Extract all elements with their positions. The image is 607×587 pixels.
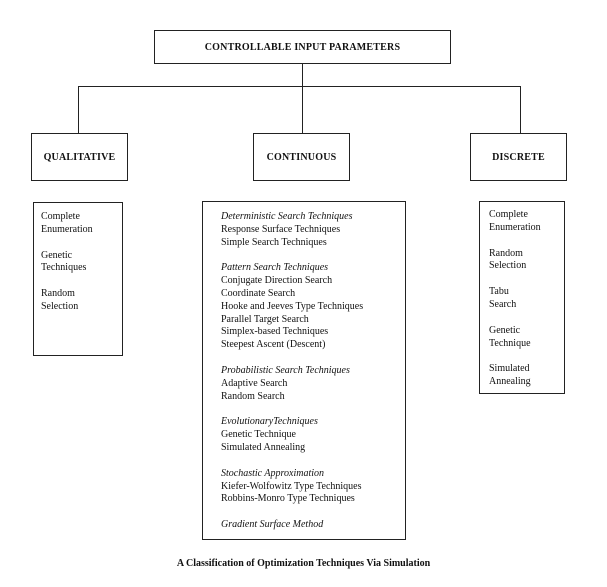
list-item: Steepest Ascent (Descent): [221, 339, 326, 351]
list-item: Simple Search Techniques: [221, 236, 327, 248]
qualitative-group: Complete Enumeration: [41, 211, 122, 237]
discrete-branch-line: [520, 86, 521, 133]
list-item: Response Surface Techniques: [221, 223, 341, 235]
root-title: CONTROLLABLE INPUT PARAMETERS: [204, 41, 401, 53]
continuous-list: Deterministic Search Techniques Response…: [202, 201, 406, 540]
list-item: Robbins-Monro Type Techniques: [221, 493, 355, 505]
list-item: Search: [489, 298, 517, 310]
list-item: Tabu: [489, 286, 509, 298]
discrete-list: Complete Enumeration Random Selection Ta…: [479, 201, 565, 394]
group-title: Deterministic Search Techniques: [221, 211, 353, 222]
qualitative-group: Genetic Techniques: [41, 250, 122, 276]
list-item: Parallel Target Search: [221, 313, 309, 325]
list-item: Technique: [489, 337, 531, 349]
continuous-group: EvolutionaryTechniques Genetic Technique…: [221, 416, 405, 454]
group-title: Gradient Surface Method: [221, 519, 324, 531]
continuous-box: CONTINUOUS: [253, 133, 350, 181]
root-stem-line: [302, 63, 303, 87]
list-item: Random Search: [221, 390, 285, 402]
discrete-box: DISCRETE: [470, 133, 567, 181]
list-item: Adaptive Search: [221, 377, 288, 389]
group-title: Probabilistic Search Techniques: [221, 364, 350, 376]
continuous-branch-line: [302, 86, 303, 133]
list-item: Complete: [41, 211, 80, 222]
continuous-group: Gradient Surface Method: [221, 519, 405, 532]
list-item: Annealing: [489, 376, 531, 388]
discrete-group: Random Selection: [489, 248, 564, 274]
discrete-group: Genetic Technique: [489, 325, 564, 351]
list-item: Enumeration: [41, 223, 93, 235]
group-title: Pattern Search Techniques: [221, 262, 329, 274]
list-item: Conjugate Direction Search: [221, 275, 333, 287]
discrete-group: Complete Enumeration: [489, 209, 564, 235]
continuous-group: Pattern Search Techniques Conjugate Dire…: [221, 262, 405, 352]
list-item: Kiefer-Wolfowitz Type Techniques: [221, 480, 362, 492]
horizontal-branch-line: [78, 86, 521, 87]
list-item: Simulated: [489, 363, 530, 375]
list-item: Random: [489, 247, 523, 259]
list-item: Simplex-based Techniques: [221, 326, 329, 338]
list-item: Hooke and Jeeves Type Techniques: [221, 300, 364, 312]
figure-caption: A Classification of Optimization Techniq…: [176, 558, 431, 569]
discrete-label: DISCRETE: [492, 151, 545, 163]
list-item: Genetic: [41, 249, 73, 261]
continuous-group: Deterministic Search Techniques Response…: [221, 211, 405, 249]
discrete-group: Simulated Annealing: [489, 363, 564, 389]
list-item: Genetic Technique: [221, 429, 296, 441]
qualitative-label: QUALITATIVE: [43, 151, 116, 163]
root-box: CONTROLLABLE INPUT PARAMETERS: [154, 30, 451, 64]
list-item: Selection: [41, 300, 79, 312]
qualitative-list: Complete Enumeration Genetic Techniques …: [33, 202, 123, 356]
continuous-group: Probabilistic Search Techniques Adaptive…: [221, 365, 405, 403]
list-item: Techniques: [41, 262, 87, 274]
list-item: Selection: [489, 260, 527, 272]
qualitative-box: QUALITATIVE: [31, 133, 128, 181]
list-item: Simulated Annealing: [221, 441, 306, 453]
list-item: Enumeration: [489, 221, 541, 233]
list-item: Random: [41, 288, 75, 300]
qualitative-branch-line: [78, 86, 79, 133]
list-item: Complete: [489, 209, 528, 220]
discrete-group: Tabu Search: [489, 286, 564, 312]
list-item: Genetic: [489, 324, 521, 336]
list-item: Coordinate Search: [221, 287, 296, 299]
continuous-group: Stochastic Approximation Kiefer-Wolfowit…: [221, 468, 405, 506]
group-title: Stochastic Approximation: [221, 467, 325, 479]
qualitative-group: Random Selection: [41, 288, 122, 314]
continuous-label: CONTINUOUS: [266, 151, 337, 163]
group-title: EvolutionaryTechniques: [221, 416, 318, 428]
